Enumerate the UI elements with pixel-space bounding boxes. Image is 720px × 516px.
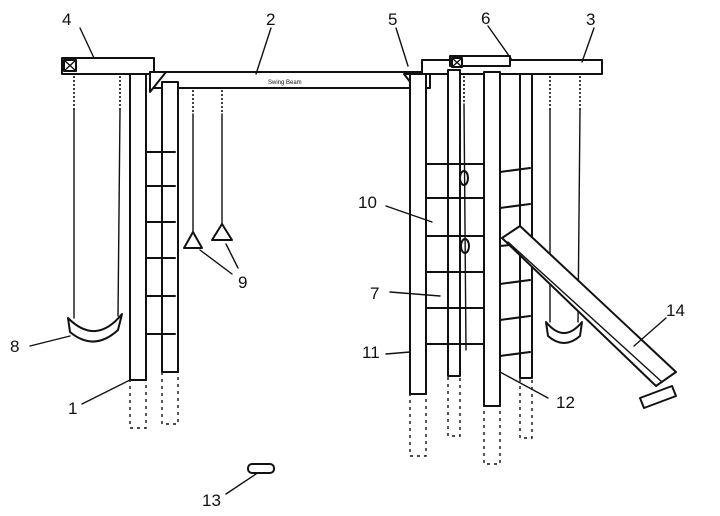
- callout-11: 11: [362, 343, 380, 362]
- trapeze-rings: [183, 90, 233, 249]
- leader-lines: [29, 25, 667, 495]
- tower-post-front-right: [483, 71, 501, 465]
- callout-6: 6: [481, 9, 490, 28]
- callout-5: 5: [388, 10, 397, 29]
- climbing-rope: [459, 76, 470, 351]
- callout-labels: 4 2 5 6 3 10 9 7 8 11 1 12 14 13: [10, 9, 685, 510]
- callout-1: 1: [68, 399, 77, 418]
- beam-text: Swing Beam: [268, 80, 302, 86]
- slide: [501, 225, 677, 409]
- callout-9: 9: [238, 273, 247, 292]
- top-beam-right: [421, 55, 603, 75]
- callout-14: 14: [666, 301, 685, 320]
- callout-8: 8: [10, 337, 19, 356]
- left-post-back: [161, 81, 179, 425]
- corner-bracket-left: [149, 71, 167, 93]
- callout-3: 3: [586, 10, 595, 29]
- callout-12: 12: [556, 393, 575, 412]
- part-13-hardware: [247, 463, 275, 474]
- callout-13: 13: [202, 491, 221, 510]
- callout-10: 10: [358, 193, 377, 212]
- left-post-front: [129, 73, 147, 429]
- tower-post-front-left: [409, 73, 427, 457]
- swing-beam-main: Swing Beam: [149, 71, 431, 89]
- top-beam-left: [61, 57, 155, 75]
- callout-7: 7: [370, 284, 379, 303]
- swing-left: [67, 76, 123, 343]
- callout-2: 2: [266, 10, 275, 29]
- tower-ladder-rungs: [425, 163, 531, 357]
- callout-4: 4: [62, 10, 71, 29]
- left-ladder: [145, 151, 176, 335]
- tower-post-back-left: [447, 69, 461, 437]
